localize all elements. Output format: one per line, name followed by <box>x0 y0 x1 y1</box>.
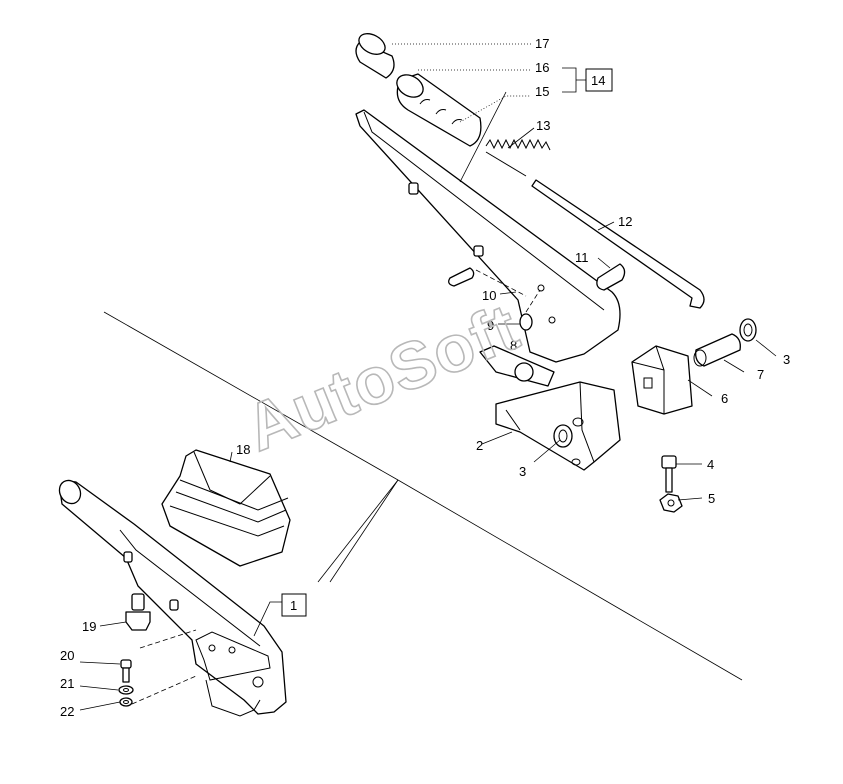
callout-9: 9 <box>487 318 494 333</box>
block-part <box>631 345 693 415</box>
section-divider <box>103 311 743 681</box>
callout-21: 21 <box>60 676 74 691</box>
callout-16: 16 <box>535 60 549 75</box>
callout-1: 1 <box>290 598 297 613</box>
switch-part <box>125 593 197 649</box>
callout-2: 2 <box>476 438 483 453</box>
callout-box-1 <box>281 593 307 617</box>
callout-10: 10 <box>482 288 496 303</box>
callout-5: 5 <box>708 491 715 506</box>
callout-20: 20 <box>60 648 74 663</box>
washer-21-part <box>118 685 134 695</box>
callout-box-14 <box>585 68 613 92</box>
small-pin-part <box>448 267 527 297</box>
watermark-text: AutoSoft <box>236 289 529 465</box>
callout-12: 12 <box>618 214 632 229</box>
pawl-part <box>479 345 555 387</box>
spring-part <box>485 138 551 177</box>
callout-17: 17 <box>535 36 549 51</box>
lever-assembly-part <box>58 479 287 717</box>
sleeve-part <box>693 333 741 367</box>
grip-part <box>396 73 482 147</box>
callout-8: 8 <box>510 338 517 353</box>
pin-part <box>596 263 626 291</box>
washer-upper-part <box>739 318 757 342</box>
clip-part <box>519 289 541 331</box>
callout-11: 11 <box>575 250 589 265</box>
screw-part <box>120 659 132 683</box>
bracket-part <box>495 381 621 471</box>
callout-22: 22 <box>60 704 74 719</box>
end-cap-part <box>355 33 395 79</box>
bolt-part <box>661 455 677 493</box>
callout-13: 13 <box>536 118 550 133</box>
callout-6: 6 <box>721 391 728 406</box>
lever-part <box>355 109 621 363</box>
boot-part <box>161 449 291 567</box>
washer-22-part <box>119 675 197 707</box>
callout-7: 7 <box>757 367 764 382</box>
release-rod-part <box>531 179 705 309</box>
callout-15: 15 <box>535 84 549 99</box>
washer-lower-part <box>553 424 573 448</box>
callout-4: 4 <box>707 457 714 472</box>
nut-part <box>659 493 683 513</box>
callout-3-upper: 3 <box>783 352 790 367</box>
callout-18: 18 <box>236 442 250 457</box>
callout-14: 14 <box>591 73 605 88</box>
callout-19: 19 <box>82 619 96 634</box>
callout-3-lower: 3 <box>519 464 526 479</box>
